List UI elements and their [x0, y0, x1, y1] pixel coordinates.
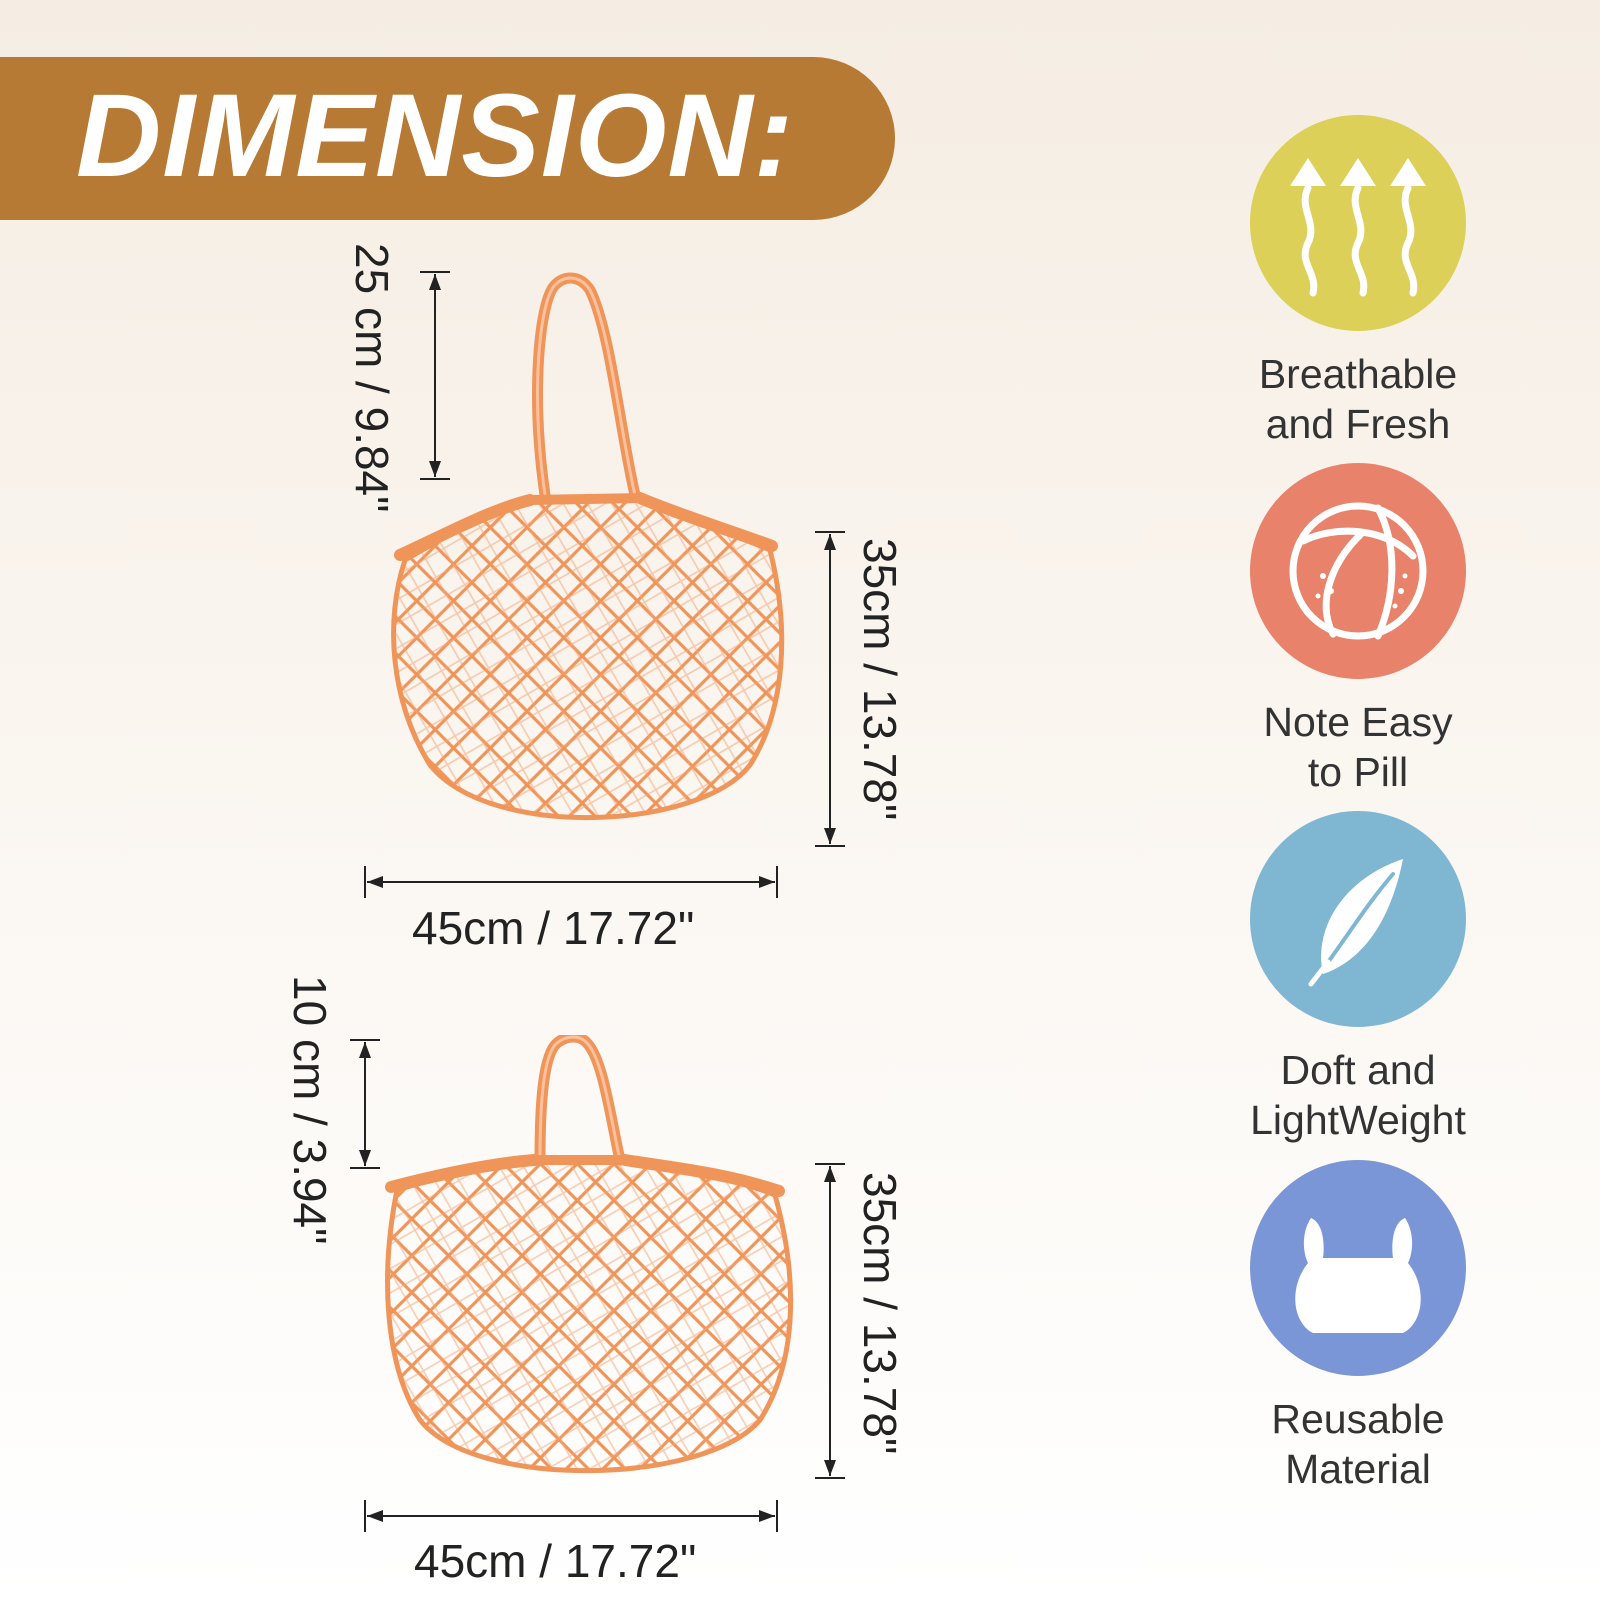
breathable-waves-icon — [1290, 158, 1426, 297]
width-dimension-line — [364, 866, 778, 898]
feature-label: LightWeight — [1250, 1097, 1466, 1143]
feature-circle — [1250, 1160, 1466, 1376]
bag-width-label: 45cm / 17.72" — [412, 902, 695, 954]
width-dimension-line — [364, 1500, 778, 1532]
handle-dimension-line — [350, 1039, 380, 1169]
bag-height-label: 35cm / 13.78" — [854, 1172, 906, 1455]
feature-reusable: Reusable Material — [1228, 1160, 1488, 1494]
feature-circle — [1250, 115, 1466, 331]
ball-icon — [1289, 502, 1427, 640]
short-handle-mesh-bag — [385, 1035, 794, 1474]
feature-label: Note Easy — [1263, 699, 1453, 745]
feature-label: Doft and — [1280, 1047, 1436, 1093]
handle-length-label: 25 cm / 9.84" — [346, 243, 398, 513]
long-handle-mesh-bag — [391, 272, 785, 820]
feature-lightweight: Doft and LightWeight — [1228, 811, 1488, 1145]
feature-label: Breathable — [1258, 351, 1458, 397]
feature-label: Reusable — [1271, 1396, 1445, 1442]
height-dimension-line — [815, 1163, 845, 1479]
banner-title: DIMENSION: — [76, 70, 794, 202]
bag-icon — [1295, 1218, 1421, 1333]
feature-breathable: Breathable and Fresh — [1228, 115, 1488, 449]
bag-height-label: 35cm / 13.78" — [854, 538, 906, 821]
feature-circle — [1250, 463, 1466, 679]
feature-circle — [1250, 811, 1466, 1027]
feature-label: Material — [1285, 1446, 1431, 1492]
title-banner — [0, 57, 895, 220]
bag-width-label: 45cm / 17.72" — [414, 1535, 697, 1587]
handle-dimension-line — [420, 271, 450, 480]
handle-length-label: 10 cm / 3.94" — [284, 975, 336, 1245]
height-dimension-line — [815, 531, 845, 847]
feature-label: to Pill — [1307, 749, 1409, 795]
feature-label: and Fresh — [1265, 401, 1451, 447]
feather-icon — [1306, 859, 1403, 991]
feature-anti-pill: Note Easy to Pill — [1228, 463, 1488, 797]
